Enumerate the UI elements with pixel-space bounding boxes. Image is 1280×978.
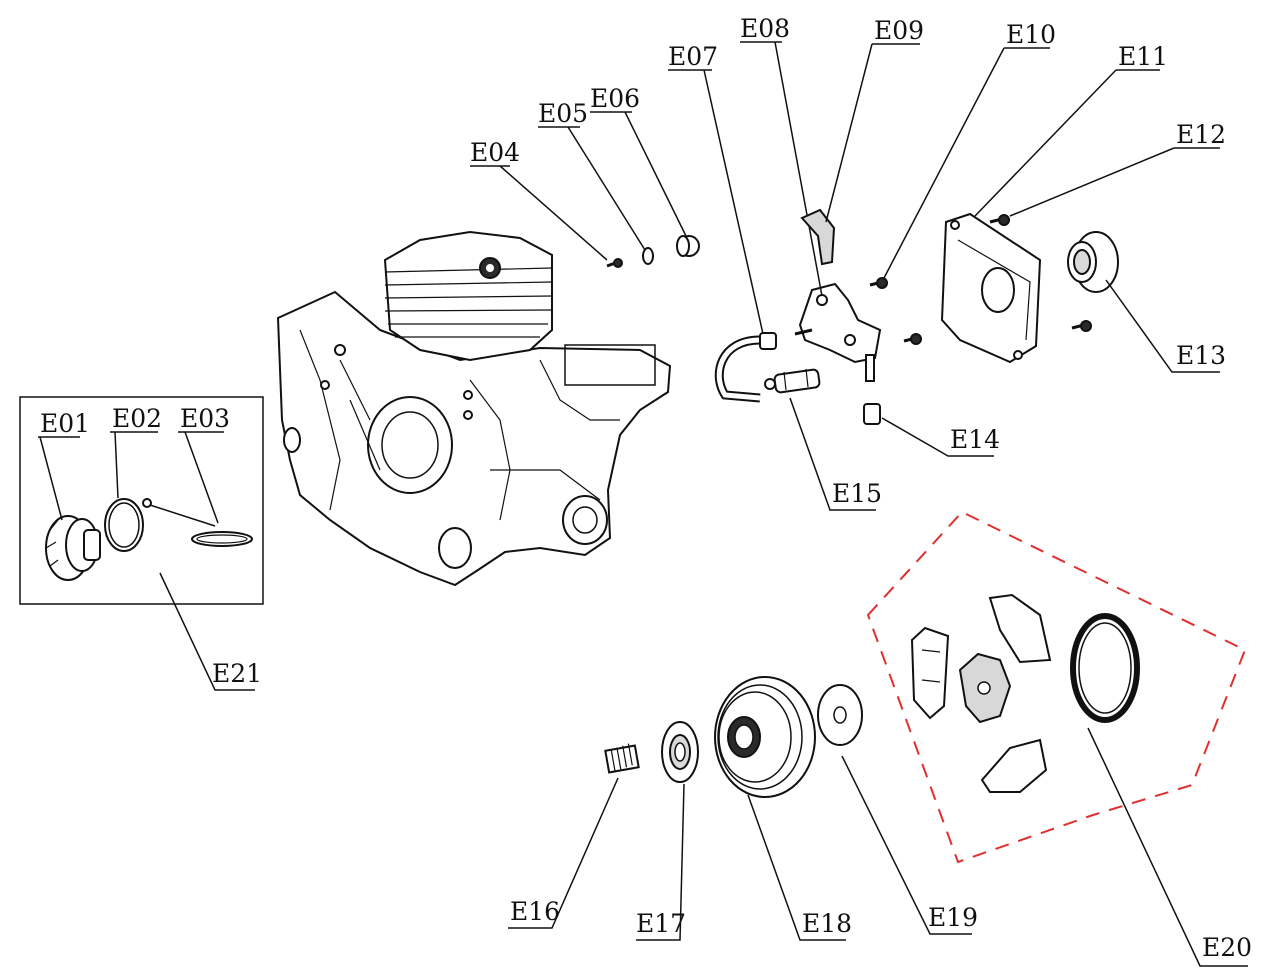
leader-e17: [636, 783, 685, 941]
callout-e05: E05: [538, 99, 588, 128]
bushing-e14-part: [863, 403, 881, 425]
leader-e13: [1105, 279, 1220, 373]
callout-e11: E11: [1118, 42, 1168, 71]
engine-crankcase: [276, 230, 672, 587]
leader-e15: [789, 397, 876, 511]
rim-sprocket-e17-part: [661, 721, 699, 783]
retainer-strap-part: [142, 498, 253, 547]
leader-e02: [110, 431, 158, 499]
callout-e03: E03: [180, 404, 230, 433]
screw-e10-part: [869, 277, 922, 345]
clutch-assembly-e20-part: [910, 593, 1140, 793]
callout-e06: E06: [590, 84, 640, 113]
clutch-group-outline: [866, 510, 1247, 864]
callout-e14: E14: [950, 425, 1000, 454]
callout-e16: E16: [510, 897, 560, 926]
screw-e12-part: [989, 214, 1092, 332]
callout-e17: E17: [636, 909, 686, 938]
callout-e15: E15: [832, 479, 882, 508]
inset-box-e21: [19, 396, 264, 605]
leader-e12: [1009, 147, 1220, 217]
oil-hose-e07-part: [714, 332, 777, 403]
oil-pump-e08-part: [794, 282, 882, 382]
leader-e01: [38, 436, 80, 521]
callout-e19: E19: [928, 903, 978, 932]
leader-e09: [825, 43, 920, 223]
leader-e03: [178, 431, 224, 524]
bushing-e06-part: [676, 235, 700, 257]
leader-e20: [1087, 727, 1248, 967]
lever-e09-part: [800, 208, 836, 266]
needle-bearing-e16-part: [604, 743, 640, 774]
leader-e16: [508, 777, 619, 929]
washer-e19-part: [817, 684, 863, 746]
leader-e10: [883, 47, 1050, 279]
callout-e18: E18: [802, 909, 852, 938]
callout-e02: E02: [112, 404, 162, 433]
leader-e11: [974, 69, 1160, 217]
callout-e04: E04: [470, 138, 520, 167]
callout-e09: E09: [874, 16, 924, 45]
oil-cap-part: [45, 515, 101, 581]
seal-e13-part: [1067, 231, 1119, 293]
leader-e14: [881, 417, 994, 457]
callout-e10: E10: [1006, 20, 1056, 49]
o-ring-part: [104, 498, 144, 552]
leader-e05: [538, 126, 646, 251]
callout-e07: E07: [668, 42, 718, 71]
callout-e20: E20: [1202, 933, 1252, 962]
clutch-drum-e18-part: [714, 676, 816, 798]
cover-plate-e11-part: [940, 212, 1042, 364]
callout-e08: E08: [740, 14, 790, 43]
callout-e13: E13: [1176, 341, 1226, 370]
callout-e01: E01: [40, 409, 90, 438]
callout-e21: E21: [212, 659, 262, 688]
clip-ring-e05-part: [642, 247, 654, 265]
callout-e12: E12: [1176, 120, 1226, 149]
screw-e04-part: [606, 258, 623, 268]
leader-e06: [590, 111, 687, 237]
leader-e21: [159, 572, 255, 691]
leader-e19: [841, 755, 972, 935]
leader-e18: [747, 794, 846, 941]
leader-e08: [740, 41, 823, 297]
leader-e04: [470, 165, 608, 261]
leader-e07: [668, 69, 764, 335]
oil-filter-e15-part: [764, 368, 821, 394]
